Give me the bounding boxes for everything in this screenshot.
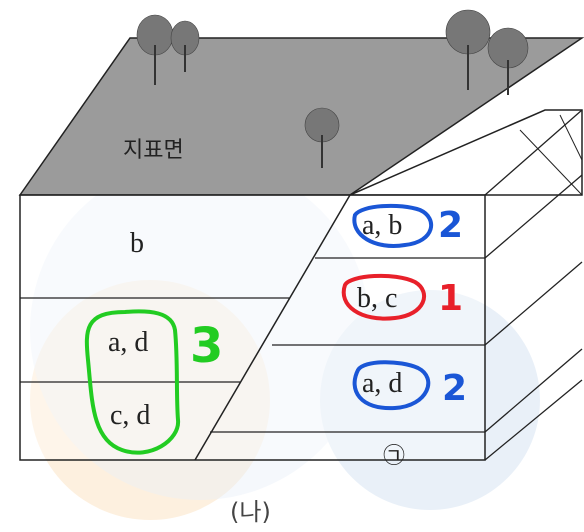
- bottom-marker: ㉠: [383, 438, 405, 470]
- left-group-order-mark: 3: [190, 318, 223, 374]
- order-bottom-mark: 2: [442, 368, 467, 409]
- left-layer-middle: a, d: [108, 327, 148, 359]
- left-layer-bottom: c, d: [110, 400, 150, 432]
- front-layer-top: a, b: [362, 210, 402, 242]
- right-edge-b: [485, 262, 582, 345]
- order-top-mark: 2: [438, 205, 463, 246]
- left-layer-top: b: [130, 228, 144, 260]
- surface-label: 지표면: [123, 132, 184, 164]
- order-middle-mark: 1: [438, 278, 463, 319]
- front-layer-middle: b, c: [357, 283, 397, 315]
- figure-caption: (나): [230, 492, 271, 527]
- front-layer-bottom: a, d: [362, 368, 402, 400]
